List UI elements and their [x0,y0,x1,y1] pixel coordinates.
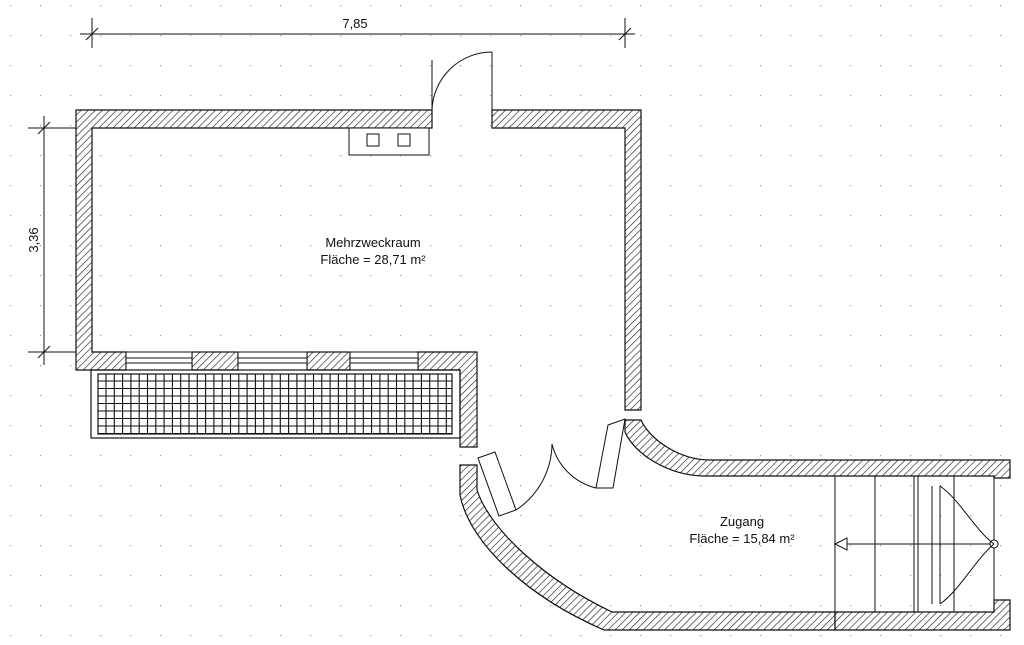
zugang-walls [459,419,1011,631]
room-name-mehrzweckraum: Mehrzweckraum [325,235,420,250]
width-dimension-label: 7,85 [342,16,367,31]
room-area-mehrzweckraum: Fläche = 28,71 m² [320,252,426,267]
mehrzweckraum-walls [75,109,642,448]
dimension-height [28,116,76,365]
height-dimension-label: 3,36 [26,227,41,252]
window-row [125,351,419,371]
grating-element [90,369,461,439]
door-swing-arcs [515,443,597,511]
dimension-width [80,18,635,48]
room-name-zugang: Zugang [720,514,764,529]
room-area-zugang: Fläche = 15,84 m² [689,531,795,546]
top-door [431,51,493,118]
staircase [833,476,999,612]
double-door [477,418,626,517]
sink-unit [348,127,430,156]
